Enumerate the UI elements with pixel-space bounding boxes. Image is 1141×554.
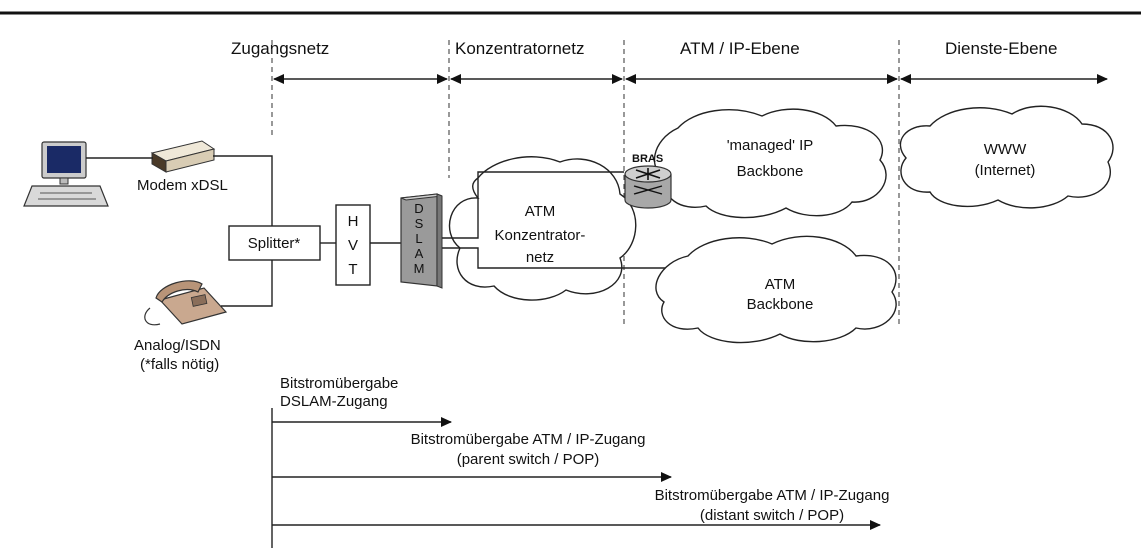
- handover-parent-line-1: Bitstromübergabe ATM / IP-Zugang: [411, 431, 646, 448]
- dslam-letter-a: A: [415, 246, 424, 261]
- cloud-atm-backbone: [655, 235, 897, 344]
- telephone-label-2: (*falls nötig): [140, 356, 219, 373]
- link-dslam-atm-backbone: [442, 247, 672, 269]
- telephone-icon: [144, 280, 228, 326]
- zone-label-zugangsnetz: Zugangsnetz: [231, 39, 329, 58]
- dslam-letter-m: M: [414, 261, 425, 276]
- cloud-ip-backbone-line-1: 'managed' IP: [727, 137, 814, 154]
- handover-dslam-line-1: Bitstromübergabe: [280, 375, 398, 392]
- dslam-icon: [400, 193, 443, 289]
- cloud-www-line-2: (Internet): [975, 162, 1036, 179]
- zone-label-atm-ip: ATM / IP-Ebene: [680, 39, 800, 58]
- computer-screen: [47, 146, 81, 173]
- handover-dslam-line-2: DSLAM-Zugang: [280, 393, 388, 410]
- modem-icon: [150, 140, 216, 173]
- computer-icon: [23, 141, 109, 207]
- link-dslam-bras: [442, 171, 624, 239]
- cloud-atm-backbone-line-1: ATM: [765, 276, 796, 293]
- hvt-box: [335, 204, 371, 286]
- bras-router-icon: [624, 165, 672, 209]
- bras-label: BRAS: [632, 153, 663, 165]
- dslam-letter-d: D: [414, 201, 423, 216]
- cloud-atm-konzentrator: [448, 156, 637, 301]
- splitter-label: Splitter*: [248, 235, 301, 252]
- handover-distant-line-1: Bitstromübergabe ATM / IP-Zugang: [655, 487, 890, 504]
- modem-label: Modem xDSL: [137, 177, 228, 194]
- handover-parent-line-2: (parent switch / POP): [457, 451, 600, 468]
- cloud-atm-backbone-line-2: Backbone: [747, 296, 814, 313]
- cloud-atm-konzentrator-line-1: ATM: [525, 203, 556, 220]
- zone-label-dienste: Dienste-Ebene: [945, 39, 1057, 58]
- dslam-letter-l: L: [415, 231, 422, 246]
- splitter-box: [228, 225, 321, 261]
- zone-label-konzentratornetz: Konzentratornetz: [455, 39, 584, 58]
- cloud-atm-konzentrator-line-2: Konzentrator-: [495, 227, 586, 244]
- cloud-ip-backbone-line-2: Backbone: [737, 163, 804, 180]
- hvt-letter-h: H: [348, 213, 359, 230]
- cloud-www: [899, 105, 1114, 209]
- hvt-letter-t: T: [348, 261, 357, 278]
- link-phone-splitter: [221, 260, 273, 307]
- cloud-atm-konzentrator-line-3: netz: [526, 249, 554, 266]
- handover-distant-line-2: (distant switch / POP): [700, 507, 844, 524]
- hvt-letter-v: V: [348, 237, 358, 254]
- dslam-letter-s: S: [415, 216, 424, 231]
- telephone-label-1: Analog/ISDN: [134, 337, 221, 354]
- link-modem-splitter: [213, 155, 273, 226]
- cloud-www-line-1: WWW: [984, 141, 1027, 158]
